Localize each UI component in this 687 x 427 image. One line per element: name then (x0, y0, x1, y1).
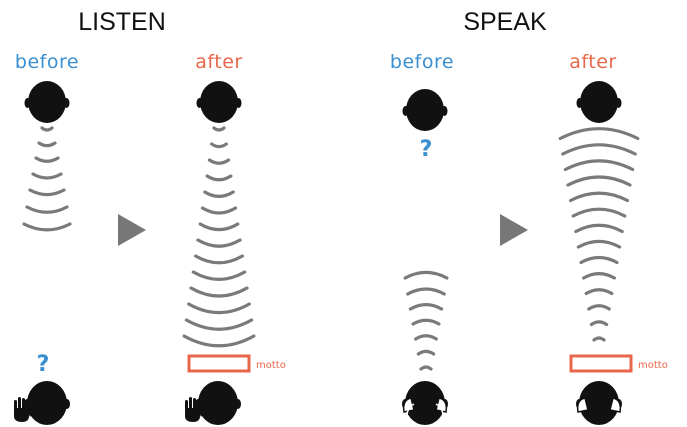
listen-title: LISTEN (78, 8, 166, 36)
sound-wave-arc (561, 143, 637, 156)
sound-wave-arc (566, 175, 632, 187)
speak-after-sound-waves (558, 127, 640, 342)
sound-wave-arc (194, 254, 244, 265)
listen-after-bottom-head-icon (195, 381, 241, 425)
sound-wave-arc (40, 126, 54, 132)
sound-wave-arc (196, 238, 242, 248)
listen-before-question-icon: ? (37, 352, 50, 377)
sound-wave-arc (31, 172, 63, 180)
listen-arrow-icon (118, 214, 146, 246)
sound-wave-arc (571, 207, 627, 218)
sound-wave-arc (207, 158, 231, 165)
sound-wave-arc (411, 318, 441, 326)
sound-wave-arc (200, 206, 238, 215)
listen-before-bottom-head-icon (24, 381, 70, 425)
sound-wave-arc (203, 190, 235, 198)
sound-wave-arc (582, 272, 616, 280)
sound-wave-arc (569, 191, 629, 203)
sound-wave-arc (579, 255, 619, 265)
speak-after-hands-to-mouth-icon (576, 397, 622, 413)
speak-motto-label: motto (638, 360, 668, 371)
sound-wave-arc (589, 320, 609, 327)
listen-before-label: before (15, 51, 79, 73)
sound-wave-arc (22, 222, 72, 232)
listen-after-label: after (195, 51, 242, 73)
sound-wave-arc (189, 286, 249, 298)
sound-wave-arc (187, 302, 251, 315)
speak-before-question-icon: ? (420, 137, 433, 162)
sound-wave-arc (210, 142, 228, 149)
sound-wave-arc (205, 174, 233, 182)
sound-wave-arc (28, 188, 66, 197)
listen-after-raised-hand-icon (185, 397, 206, 422)
sound-wave-arc (414, 334, 438, 341)
sound-wave-arc (34, 156, 60, 163)
speak-after-label: after (569, 51, 616, 73)
sound-wave-arc (406, 287, 446, 296)
speak-before-hands-to-mouth-icon (402, 397, 448, 421)
listen-after-top-head-icon (196, 81, 242, 123)
sound-wave-arc (416, 349, 436, 356)
sound-wave-arc (563, 159, 635, 172)
sound-wave-arc (37, 141, 57, 148)
sound-wave-arc (574, 223, 624, 234)
sound-wave-arc (212, 126, 226, 132)
speak-motto-box (569, 354, 633, 373)
sound-wave-arc (25, 205, 69, 214)
sound-wave-arc (419, 365, 433, 371)
speak-after-top-head-icon (576, 81, 622, 123)
speak-before-sound-waves (403, 270, 449, 371)
sound-wave-arc (587, 304, 611, 311)
sound-wave-arc (198, 222, 240, 232)
sound-wave-arc (184, 318, 254, 331)
sound-wave-arc (191, 270, 247, 281)
listen-motto-box (187, 354, 251, 373)
speak-title: SPEAK (463, 8, 547, 36)
listen-after-sound-waves (182, 126, 256, 348)
sound-wave-arc (182, 334, 256, 348)
listen-before-sound-waves (22, 126, 72, 232)
sound-wave-arc (558, 127, 640, 141)
sound-wave-arc (576, 239, 622, 249)
speak-before-label: before (390, 51, 454, 73)
speak-before-top-head-icon (402, 89, 448, 131)
speak-arrow-icon (500, 214, 528, 246)
listen-motto-label: motto (256, 360, 286, 371)
sound-wave-arc (403, 270, 449, 280)
listen-before-top-head-icon (24, 81, 70, 123)
sound-wave-arc (408, 303, 444, 311)
sound-wave-arc (592, 336, 606, 342)
sound-wave-arc (584, 288, 614, 296)
listen-before-raised-hand-icon (14, 397, 35, 422)
